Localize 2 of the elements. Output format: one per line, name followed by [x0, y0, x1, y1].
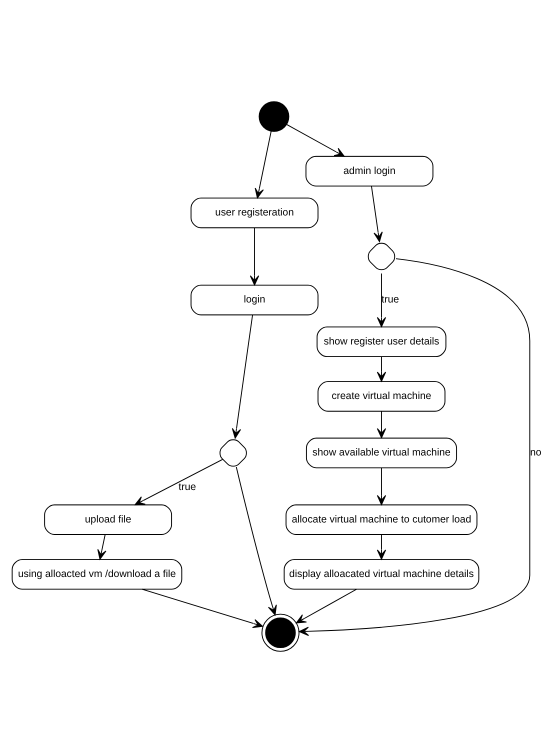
- edge-label: true: [178, 482, 196, 493]
- edge-label: no: [530, 448, 542, 459]
